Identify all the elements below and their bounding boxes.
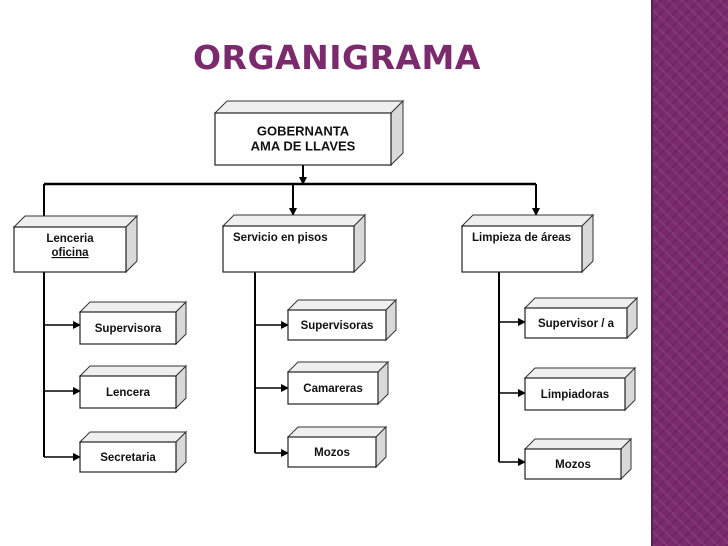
role-box-3-1-label-1: Supervisor / a	[538, 318, 615, 330]
role-box-1-2: Lencera	[78, 364, 188, 410]
root-box-label-1: GOBERNANTA	[257, 124, 350, 139]
role-box-3-2-label-1: Limpiadoras	[541, 389, 609, 401]
department-box-3-label-1: Limpieza de áreas	[472, 232, 571, 244]
department-box-1: Lenceria oficina	[12, 214, 139, 274]
role-box-2-1: Supervisoras	[286, 298, 398, 342]
role-box-2-3-label-1: Mozos	[314, 447, 350, 459]
role-box-3-3-label-1: Mozos	[555, 459, 591, 471]
role-box-1-3-label-1: Secretaria	[100, 452, 156, 464]
department-box-2: Servicio en pisos	[221, 213, 367, 274]
root-box-label-2: AMA DE LLAVES	[251, 139, 356, 154]
role-box-2-2-label-1: Camareras	[303, 383, 362, 395]
role-box-2-1-label-1: Supervisoras	[301, 320, 374, 332]
role-box-2-2: Camareras	[286, 360, 390, 406]
role-box-2-3: Mozos	[286, 425, 388, 469]
department-box-3: Limpieza de áreas	[460, 213, 595, 274]
department-box-1-label-1: Lenceria	[46, 233, 94, 245]
department-box-1-label-2: oficina	[51, 247, 89, 259]
role-box-1-1: Supervisora	[78, 300, 188, 346]
role-box-1-3: Secretaria	[78, 430, 188, 474]
role-box-1-1-label-1: Supervisora	[95, 323, 162, 335]
department-box-2-label-1: Servicio en pisos	[233, 232, 328, 244]
role-box-3-3: Mozos	[523, 437, 633, 481]
page-title: ORGANIGRAMA	[193, 38, 481, 77]
role-box-3-2: Limpiadoras	[523, 366, 637, 412]
decorative-sidebar	[651, 0, 728, 546]
role-box-3-1: Supervisor / a	[523, 296, 639, 340]
connector-lines	[40, 165, 540, 466]
role-box-1-2-label-1: Lencera	[106, 387, 151, 399]
